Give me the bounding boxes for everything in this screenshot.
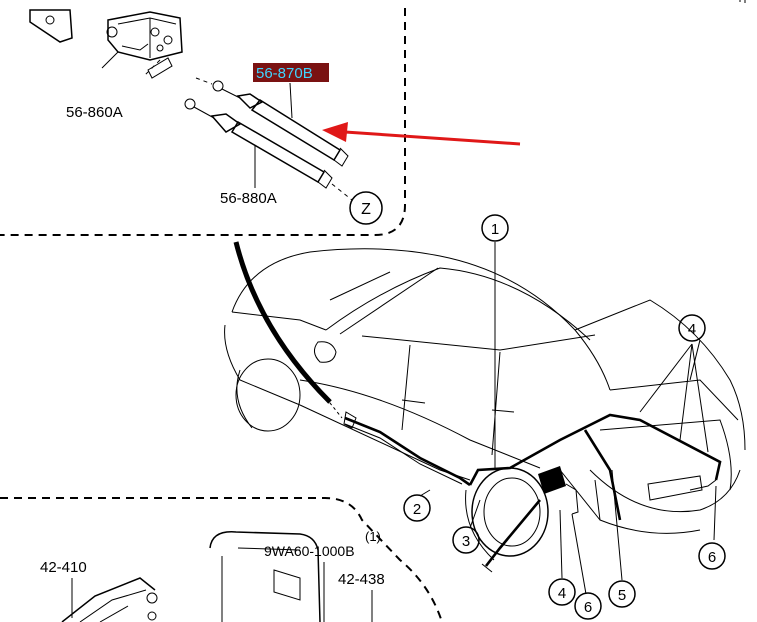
callout-6-lower: 6 bbox=[574, 592, 602, 620]
callout-4-lower: 4 bbox=[548, 578, 576, 606]
corner-bracket-hole bbox=[45, 15, 55, 25]
red-arrow-shaft bbox=[344, 130, 521, 146]
highlight-box bbox=[253, 63, 329, 82]
trim-panel-outline bbox=[209, 531, 321, 622]
inset-connector-line bbox=[233, 241, 332, 404]
hinge-bracket bbox=[106, 11, 183, 79]
callout-6-lower-label: 6 bbox=[584, 599, 592, 616]
wiring-harness bbox=[343, 411, 722, 573]
highlight-leader bbox=[289, 82, 293, 119]
trim-part-number: 9WA60-1000B bbox=[264, 543, 355, 559]
callout-4-upper: 4 bbox=[678, 314, 706, 342]
harness-connector-block bbox=[538, 466, 566, 494]
callout-1-label: 1 bbox=[491, 221, 499, 238]
bottom-inset: 42-410 (1) 9WA60-1000B 42-438 bbox=[0, 497, 443, 622]
car-body bbox=[224, 248, 746, 561]
highlighted-part-number: 56-870B bbox=[256, 65, 313, 82]
bottom-inset-border bbox=[0, 497, 443, 622]
bracket-part-number: 56-860A bbox=[66, 104, 123, 121]
callout-5-label: 5 bbox=[618, 587, 626, 604]
inset-border bbox=[0, 8, 406, 236]
callout-2: 2 bbox=[403, 494, 431, 522]
callout-2-label: 2 bbox=[413, 501, 421, 518]
detail-inset: 56-860A 56-870B 56-880A Z bbox=[0, 8, 521, 236]
lower-gas-strut bbox=[184, 98, 353, 201]
callout-3: 3 bbox=[452, 526, 480, 554]
view-z-label: Z bbox=[361, 201, 371, 218]
edge-marks bbox=[739, 0, 746, 3]
red-arrow-head bbox=[322, 122, 348, 142]
lamp-outline bbox=[61, 577, 156, 622]
callout-6-right-label: 6 bbox=[708, 549, 716, 566]
callout-4-upper-label: 4 bbox=[688, 321, 696, 338]
callout-6-right: 6 bbox=[698, 542, 726, 570]
lens-part-number: 42-438 bbox=[338, 571, 385, 588]
callout-leaders bbox=[419, 242, 717, 595]
callout-4-lower-label: 4 bbox=[558, 585, 566, 602]
view-z-circle bbox=[349, 191, 383, 225]
callout-5: 5 bbox=[608, 580, 636, 608]
upper-gas-strut bbox=[195, 77, 349, 167]
lower-strut-part-number: 56-880A bbox=[220, 190, 277, 207]
trim-quantity: (1) bbox=[365, 529, 381, 544]
corner-bracket-part bbox=[29, 9, 73, 43]
bracket-leader bbox=[101, 51, 119, 69]
callout-1: 1 bbox=[481, 214, 509, 242]
callout-3-label: 3 bbox=[462, 533, 470, 550]
lamp-part-number: 42-410 bbox=[40, 559, 87, 576]
